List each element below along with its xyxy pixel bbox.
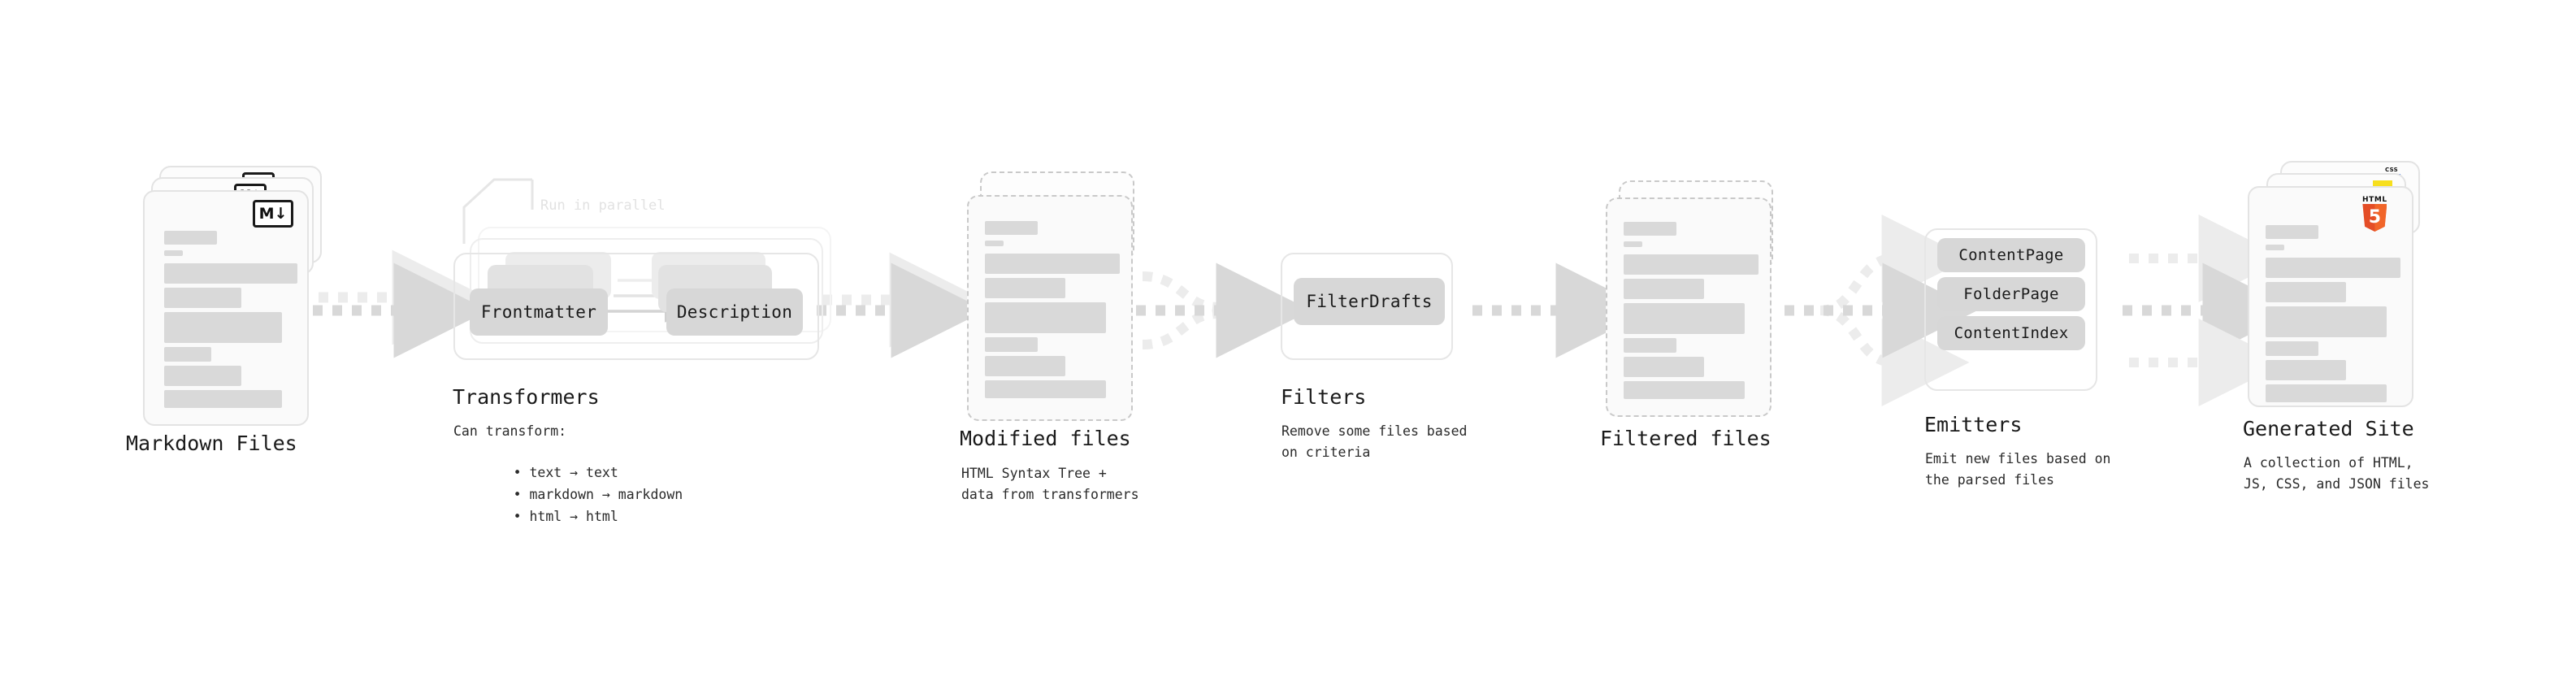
description-generated-site: A collection of HTML, JS, CSS, and JSON … bbox=[2244, 455, 2430, 492]
html5-shield-icon: 5 bbox=[2362, 204, 2387, 232]
doc-title-line bbox=[2266, 225, 2318, 239]
transformers-bullet-2: • markdown → markdown bbox=[465, 463, 683, 526]
doc-body-line-1 bbox=[2266, 258, 2400, 278]
doc-body-line-6 bbox=[985, 380, 1106, 398]
doc-subtitle-line bbox=[985, 241, 1004, 246]
doc-body-line-2 bbox=[164, 288, 241, 308]
doc-body-line-6 bbox=[1624, 381, 1745, 399]
doc-body-line-2 bbox=[1624, 279, 1704, 299]
doc-body-line-4 bbox=[164, 347, 211, 362]
doc-body-line-3 bbox=[1624, 303, 1745, 334]
markdown-badge-letter-front: M bbox=[258, 204, 275, 223]
doc-body-line-1 bbox=[164, 263, 297, 284]
bullet-glyph: • bbox=[513, 486, 530, 502]
doc-body-line-6 bbox=[164, 390, 282, 408]
bullet-glyph: • bbox=[513, 464, 530, 480]
markdown-file-card-front: M↓ bbox=[143, 190, 309, 426]
doc-body-line-1 bbox=[1624, 254, 1759, 275]
connector-filtered-to-emitters bbox=[1785, 215, 1978, 406]
doc-body-line-4 bbox=[1624, 338, 1676, 353]
connector-modified-to-filters bbox=[1136, 262, 1312, 358]
emitter-node-contentindex[interactable]: ContentIndex bbox=[1937, 316, 2085, 350]
doc-subtitle-line bbox=[164, 250, 183, 256]
caption-filtered-files: Filtered files bbox=[1600, 427, 1772, 450]
bullet-text: html → html bbox=[529, 508, 618, 524]
doc-body-line-2 bbox=[985, 278, 1065, 298]
markdown-badge-front: M↓ bbox=[253, 200, 293, 228]
bullet-glyph: • bbox=[513, 508, 530, 524]
doc-body-line-5 bbox=[164, 366, 241, 386]
caption-markdown-files: Markdown Files bbox=[126, 432, 297, 455]
connector-emitters-to-site bbox=[2123, 215, 2298, 406]
modified-file-card-front bbox=[967, 195, 1133, 421]
emitter-node-contentpage[interactable]: ContentPage bbox=[1937, 238, 2085, 272]
description-emitters: Emit new files based on the parsed files bbox=[1925, 451, 2111, 488]
transformers-frame-back bbox=[478, 227, 831, 332]
doc-body-line-4 bbox=[2266, 341, 2318, 356]
doc-title-line bbox=[164, 231, 217, 245]
doc-body-line-4 bbox=[985, 337, 1038, 352]
doc-title-line bbox=[985, 221, 1038, 235]
caption-filters: Filters bbox=[1281, 385, 1367, 409]
transformers-frame-front bbox=[453, 253, 819, 360]
transformer-node-frontmatter[interactable]: Frontmatter bbox=[470, 288, 608, 336]
filters-frame bbox=[1281, 253, 1453, 360]
caption-emitters: Emitters bbox=[1924, 413, 2023, 436]
doc-body-line-3 bbox=[985, 302, 1106, 333]
description-filters: Remove some files based on criteria bbox=[1281, 423, 1468, 460]
annotation-run-in-parallel: Run in parallel bbox=[540, 197, 666, 214]
html5-badge: HTML 5 bbox=[2362, 197, 2387, 232]
css-badge-text: CSS bbox=[2385, 167, 2398, 173]
caption-modified-files: Modified files bbox=[960, 427, 1131, 450]
site-file-card-front: HTML 5 bbox=[2248, 186, 2413, 407]
connector-markdown-to-transformers bbox=[313, 249, 489, 358]
doc-body-line-6 bbox=[2266, 384, 2387, 402]
emitter-node-folderpage[interactable]: FolderPage bbox=[1937, 277, 2085, 311]
transformer-node-description[interactable]: Description bbox=[666, 288, 803, 336]
transformers-bullet-1: • text → text bbox=[465, 441, 618, 504]
doc-title-line bbox=[1624, 222, 1676, 236]
doc-body-line-5 bbox=[985, 356, 1065, 376]
filtered-file-card-front bbox=[1606, 197, 1772, 417]
transformers-bullet-3: • html → html bbox=[465, 485, 618, 548]
description-transformers: Can transform: bbox=[453, 423, 567, 439]
doc-body-line-5 bbox=[2266, 360, 2346, 380]
html5-badge-number: 5 bbox=[2368, 207, 2382, 228]
html5-badge-text: HTML bbox=[2362, 196, 2387, 204]
doc-body-line-5 bbox=[1624, 357, 1704, 377]
doc-subtitle-line bbox=[1624, 241, 1642, 247]
emitters-frame bbox=[1924, 228, 2097, 391]
doc-body-line-2 bbox=[2266, 282, 2346, 302]
description-modified-files: HTML Syntax Tree + data from transformer… bbox=[961, 466, 1139, 502]
doc-body-line-3 bbox=[164, 312, 282, 343]
bullet-text: markdown → markdown bbox=[529, 486, 683, 502]
bullet-text: text → text bbox=[529, 464, 618, 480]
caption-transformers: Transformers bbox=[453, 385, 600, 409]
doc-body-line-3 bbox=[2266, 306, 2387, 337]
doc-subtitle-line bbox=[2266, 245, 2284, 250]
filter-node-filterdrafts[interactable]: FilterDrafts bbox=[1294, 278, 1445, 325]
doc-body-line-1 bbox=[985, 254, 1120, 274]
caption-generated-site: Generated Site bbox=[2243, 417, 2414, 440]
